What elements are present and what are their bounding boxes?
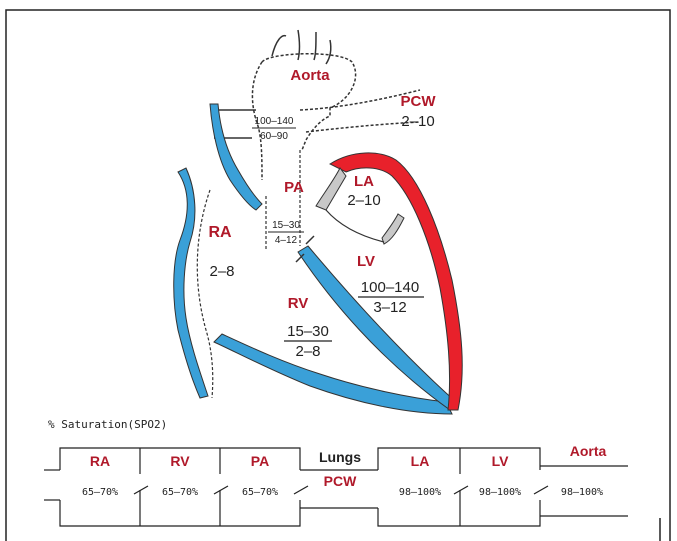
lungs-label: Lungs [319, 449, 361, 465]
sat-pcw-label: PCW [324, 473, 357, 489]
ra-value: 2–8 [209, 263, 234, 280]
sat-pa-value: 65–70% [242, 487, 278, 498]
pa-diastolic: 4–12 [275, 235, 298, 246]
sat-lv-label: LV [492, 453, 510, 469]
la-label: LA [354, 173, 374, 190]
rv-label: RV [288, 295, 309, 312]
arch-branches [272, 30, 331, 64]
pa-label: PA [284, 179, 304, 196]
aorta-label: Aorta [290, 67, 330, 84]
sat-ra-value: 65–70% [82, 487, 118, 498]
lv-label: LV [357, 253, 375, 270]
right-atrium-wall [174, 168, 208, 398]
ra-label: RA [208, 224, 232, 241]
rv-diastolic: 2–8 [295, 343, 320, 360]
la-value: 2–10 [347, 192, 380, 209]
lv-systolic: 100–140 [361, 279, 419, 296]
aorta-systolic: 100–140 [255, 116, 294, 127]
mitral-valve-line [326, 210, 384, 242]
pa-systolic: 15–30 [272, 220, 300, 231]
lv-diastolic: 3–12 [373, 299, 406, 316]
saturation-title: % Saturation(SPO2) [48, 418, 167, 431]
sat-la-label: LA [411, 453, 430, 469]
sat-ra-label: RA [90, 453, 110, 469]
right-atrium-outline [197, 190, 212, 398]
sat-rv-value: 65–70% [162, 487, 198, 498]
sat-lv-value: 98–100% [479, 487, 521, 498]
rv-systolic: 15–30 [287, 323, 329, 340]
pcw-label: PCW [401, 93, 437, 110]
sat-pa-label: PA [251, 453, 269, 469]
sat-aorta-label: Aorta [570, 443, 607, 459]
aorta-diastolic: 60–90 [260, 131, 288, 142]
sat-la-value: 98–100% [399, 487, 441, 498]
sat-aorta-value: 98–100% [561, 487, 603, 498]
sat-rv-label: RV [170, 453, 190, 469]
pcw-value: 2–10 [401, 113, 434, 130]
